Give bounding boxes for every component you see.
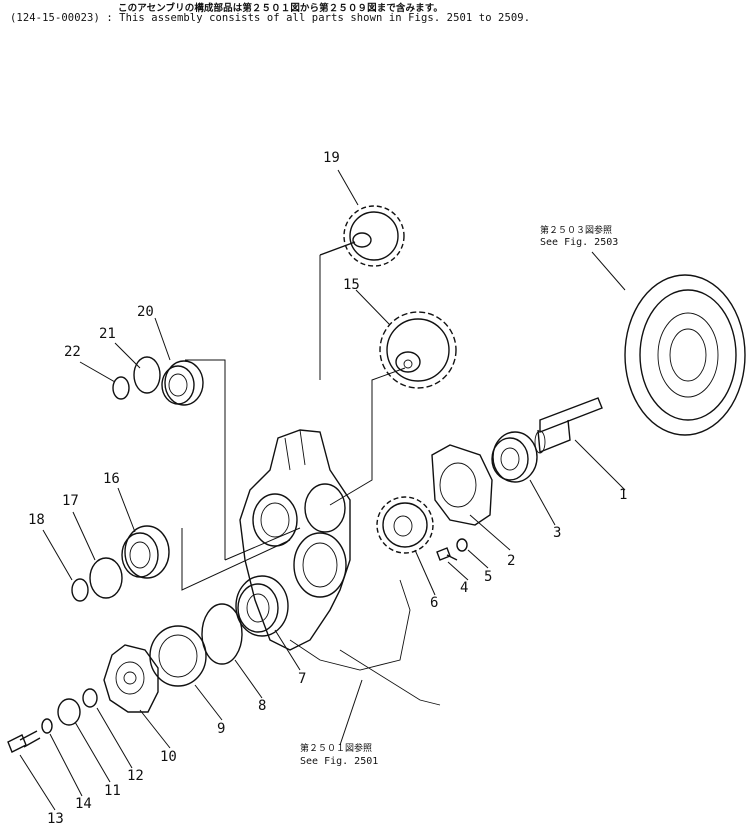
part-6-gear [376,496,434,554]
header-note-english: (124-15-00023) : This assembly consists … [10,12,531,24]
callout-19: 19 [323,150,340,166]
ref-bottom-en: See Fig. 2501 [300,756,378,767]
part-7-bearing [235,575,289,637]
part-10-coupling [103,644,159,713]
ref-bottom-jp: 第２５０１図参照 [300,742,372,754]
part-19-gear [319,205,405,267]
callout-2: 2 [507,553,515,569]
part-15-gear [379,311,457,389]
callout-3: 3 [553,525,561,541]
ref-top-right-jp: 第２５０３図参照 [540,224,612,236]
part-4-bolt [436,547,458,561]
callout-4: 4 [460,580,468,596]
part-5-washer [456,538,468,552]
callout-21: 21 [99,326,116,342]
callout-17: 17 [62,493,79,509]
header-note-japanese: このアセンブリの構成部品は第２５０１図から第２５０９図まで含みます。 [118,3,443,14]
ref-top-right-en: See Fig. 2503 [540,237,618,248]
callout-numbers: 1 2 3 4 5 6 7 8 9 10 11 12 13 14 15 16 1… [28,150,627,824]
part-22-snap-ring [112,376,130,400]
callout-12: 12 [127,768,144,784]
callout-14: 14 [75,796,92,812]
callout-8: 8 [258,698,266,714]
part-18-snap-ring [71,578,89,602]
housing-casting [239,429,441,706]
part-11-washer [57,698,81,726]
callout-5: 5 [484,569,492,585]
callout-7: 7 [298,671,306,687]
callout-9: 9 [217,721,225,737]
part-1-shaft [534,397,603,454]
callout-10: 10 [160,749,177,765]
callout-13: 13 [47,811,64,824]
callout-15: 15 [343,277,360,293]
callout-18: 18 [28,512,45,528]
part-20-bearing [161,360,204,406]
part-12-o-ring [82,688,98,708]
part-2-cage [431,444,493,526]
callout-6: 6 [430,595,438,611]
part-17-snap-ring [89,557,123,599]
leader-lines [19,169,626,811]
callout-20: 20 [137,304,154,320]
callout-16: 16 [103,471,120,487]
assembly-center-lines [181,255,406,591]
callout-11: 11 [104,783,121,799]
part-14-washer [41,718,53,734]
callout-1: 1 [619,487,627,503]
reference-flange-2503 [624,274,746,436]
callout-22: 22 [64,344,81,360]
part-21-snap-ring [133,356,161,394]
part-3-bearing [491,431,538,483]
part-13-bolt [7,730,41,753]
part-8-snap-ring [201,603,243,665]
reference-notes: 第２５０３図参照 See Fig. 2503 第２５０１図参照 See Fig.… [300,224,618,767]
part-16-bearing [121,525,170,579]
